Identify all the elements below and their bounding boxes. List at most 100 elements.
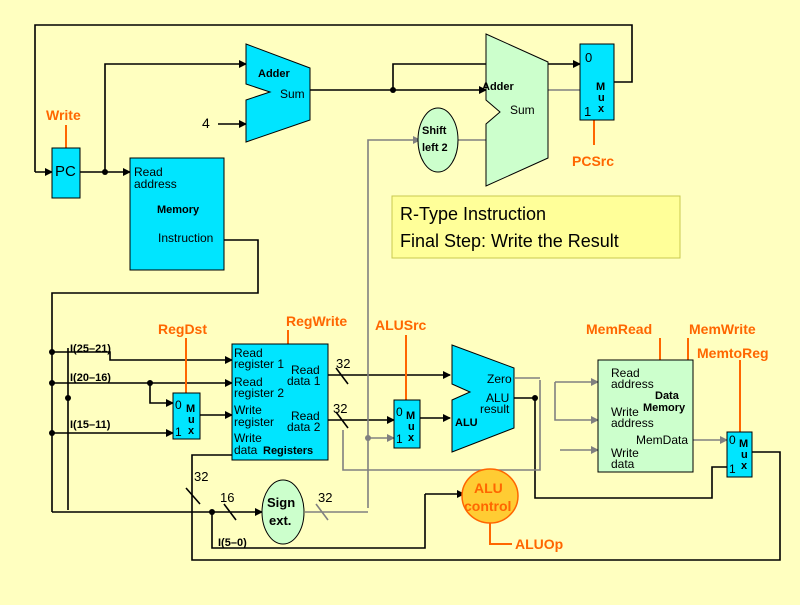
reg-rr2b: register 2 bbox=[234, 386, 284, 400]
wb-mux-zero: 0 bbox=[729, 433, 736, 447]
regdst-mux-zero: 0 bbox=[175, 398, 182, 412]
dmem-wd1: Write bbox=[611, 446, 639, 460]
dmem-wa2: address bbox=[611, 416, 654, 430]
pc-mux-zero: 0 bbox=[585, 50, 592, 65]
control-lines bbox=[65, 120, 741, 545]
reg-rd1b: data 1 bbox=[287, 374, 321, 388]
alu-title: ALU bbox=[455, 417, 478, 429]
regdst-mux: 0 1 M u x bbox=[172, 392, 201, 440]
reg-rr1a: Read bbox=[234, 346, 263, 360]
info-line1: R-Type Instruction bbox=[400, 204, 546, 224]
bus-32-rd2: 32 bbox=[333, 401, 347, 416]
reg-wrb: register bbox=[234, 415, 274, 429]
wb-mux-m: M bbox=[739, 438, 748, 450]
dmem-wd2: data bbox=[611, 457, 635, 471]
pc-adder-title: Adder bbox=[258, 68, 291, 80]
branch-adder: Adder Sum bbox=[482, 33, 549, 187]
dmem-wa1: Write bbox=[611, 405, 639, 419]
dmem-title1: Data bbox=[655, 390, 680, 402]
regdst-mux-one: 1 bbox=[175, 425, 182, 439]
bus-32-instr: 32 bbox=[194, 469, 208, 484]
alu-result1: ALU bbox=[486, 391, 509, 405]
regdst-mux-u: u bbox=[188, 414, 195, 426]
register-file: Read register 1 Read register 2 Write re… bbox=[231, 343, 329, 461]
alusrc-mux-x: x bbox=[408, 432, 415, 444]
field-rt: I(20–16) bbox=[70, 372, 111, 384]
pc-label: PC bbox=[55, 163, 76, 180]
reg-wda: Write bbox=[234, 431, 262, 445]
alusrc-mux-u: u bbox=[408, 421, 415, 433]
memtoreg-mux: 0 1 M u x bbox=[726, 431, 753, 478]
constant-four: 4 bbox=[202, 115, 210, 131]
field-rd: I(15–11) bbox=[70, 419, 111, 431]
active-wires bbox=[34, 24, 781, 561]
regdst-mux-m: M bbox=[186, 403, 195, 415]
reg-title: Registers bbox=[263, 445, 313, 457]
pc-mux-u: u bbox=[598, 92, 605, 104]
alusrc-mux-one: 1 bbox=[396, 432, 403, 446]
regdst-mux-x: x bbox=[188, 425, 195, 437]
pc-mux-m: M bbox=[596, 81, 605, 93]
reg-rd2a: Read bbox=[291, 409, 320, 423]
memread-label: MemRead bbox=[586, 321, 652, 337]
imem-title: Memory bbox=[157, 204, 200, 216]
pc-mux: 0 1 M u x bbox=[579, 43, 615, 121]
sign-ext-line2: ext. bbox=[269, 513, 291, 528]
memtoreg-label: MemtoReg bbox=[697, 345, 769, 361]
branch-adder-sum: Sum bbox=[510, 103, 535, 117]
field-imm: I(5–0) bbox=[218, 537, 247, 549]
data-memory: Read address Data Memory Write address M… bbox=[597, 359, 694, 473]
inactive-wires bbox=[305, 89, 728, 513]
info-box: R-Type Instruction Final Step: Write the… bbox=[391, 195, 681, 259]
regwrite-label: RegWrite bbox=[286, 313, 347, 329]
alu-control-line2: control bbox=[464, 498, 511, 514]
pc-adder: Adder Sum bbox=[245, 43, 311, 143]
wb-mux-u: u bbox=[741, 449, 748, 461]
wb-mux-one: 1 bbox=[729, 462, 736, 476]
field-rs: I(25–21) bbox=[70, 343, 111, 355]
alu-control: ALU control bbox=[461, 468, 519, 524]
branch-adder-title: Adder bbox=[482, 81, 515, 93]
dmem-ra1: Read bbox=[611, 366, 640, 380]
alu-result2: result bbox=[480, 402, 510, 416]
imem-instruction: Instruction bbox=[158, 231, 213, 245]
dmem-title2: Memory bbox=[643, 402, 686, 414]
reg-wdb: data bbox=[234, 443, 258, 457]
aluop-label: ALUOp bbox=[515, 536, 563, 552]
sign-ext-line1: Sign bbox=[267, 495, 295, 510]
alusrc-label: ALUSrc bbox=[375, 317, 427, 333]
alusrc-mux: 0 1 M u x bbox=[393, 399, 421, 449]
pcsrc-label: PCSrc bbox=[572, 153, 614, 169]
bus-32-sext: 32 bbox=[318, 490, 332, 505]
shift-line1: Shift bbox=[422, 125, 447, 137]
reg-rd2b: data 2 bbox=[287, 420, 321, 434]
pc-adder-sum: Sum bbox=[280, 87, 305, 101]
pc-mux-one: 1 bbox=[584, 104, 591, 119]
sign-extend: Sign ext. bbox=[261, 479, 305, 545]
imem-address: address bbox=[134, 177, 177, 191]
alu-zero: Zero bbox=[487, 372, 512, 386]
memwrite-label: MemWrite bbox=[689, 321, 756, 337]
reg-rr2a: Read bbox=[234, 375, 263, 389]
info-line2: Final Step: Write the Result bbox=[400, 231, 619, 251]
shift-left-2: Shift left 2 bbox=[417, 107, 459, 173]
bus-16: 16 bbox=[220, 490, 234, 505]
reg-rr1b: register 1 bbox=[234, 357, 284, 371]
wb-mux-x: x bbox=[741, 460, 748, 472]
alu: Zero ALU result ALU bbox=[451, 344, 515, 453]
bus-width-marks: 32 32 32 16 32 bbox=[185, 356, 350, 521]
pc-mux-x: x bbox=[598, 103, 605, 115]
pc-register: PC bbox=[51, 147, 81, 199]
dmem-ra2: address bbox=[611, 377, 654, 391]
reg-rd1a: Read bbox=[291, 363, 320, 377]
bus-32-rd1: 32 bbox=[336, 356, 350, 371]
imem-read: Read bbox=[134, 165, 163, 179]
alusrc-mux-m: M bbox=[406, 410, 415, 422]
alu-control-line1: ALU bbox=[474, 480, 503, 496]
reg-wra: Write bbox=[234, 403, 262, 417]
shift-line2: left 2 bbox=[422, 142, 448, 154]
pc-write-label: Write bbox=[46, 107, 81, 123]
dmem-memdata: MemData bbox=[636, 433, 688, 447]
regdst-label: RegDst bbox=[158, 321, 207, 337]
